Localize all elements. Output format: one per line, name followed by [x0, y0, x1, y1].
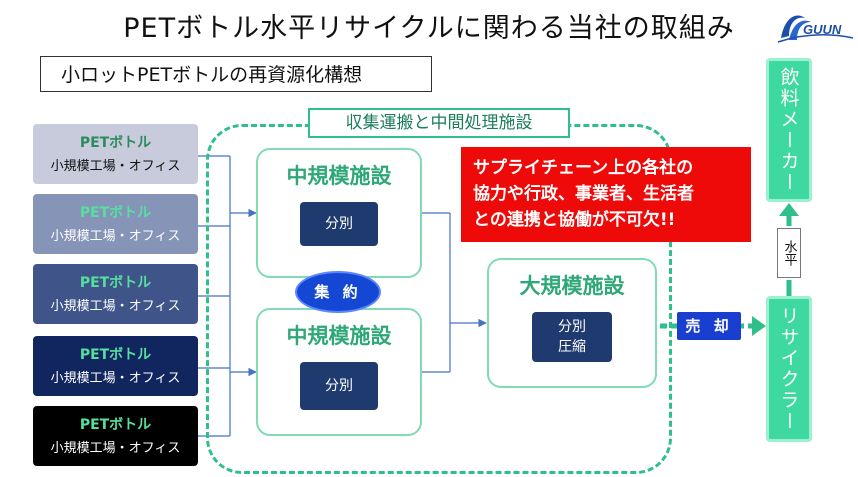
source-box-1: PETボトル 小規模工場・オフィス: [33, 124, 198, 184]
sorting-box: 分別: [300, 362, 378, 410]
collection-area-label: 収集運搬と中間処理施設: [308, 108, 570, 138]
sell-label: 売 却: [677, 312, 741, 340]
note-line-2: 協力や行政、事業者、生活者: [473, 184, 694, 204]
sort-label: 分別: [558, 319, 586, 335]
sorting-box: 分別: [300, 202, 378, 246]
source-bottle-label: PETボトル: [79, 347, 152, 363]
source-bottle-label: PETボトル: [79, 135, 152, 151]
source-site-label: 小規模工場・オフィス: [50, 371, 181, 386]
consolidation-badge: 集 約: [295, 271, 381, 313]
page-title: PETボトル水平リサイクルに関わる当社の取組み: [123, 13, 735, 44]
beverage-maker-box: 飲料メーカー: [766, 58, 812, 202]
logo-text: GUUN: [803, 22, 842, 37]
source-bottle-label: PETボトル: [79, 275, 152, 291]
logo-swirl-icon: [777, 15, 854, 43]
sort-compress-box: 分別 圧縮: [532, 312, 612, 362]
source-site-label: 小規模工場・オフィス: [50, 299, 181, 314]
source-site-label: 小規模工場・オフィス: [50, 441, 181, 456]
horizontal-recycling-label: 水平: [777, 228, 801, 278]
recycler-box: リサイクラー: [766, 296, 812, 442]
note-line-3: との連携と協働が不可欠!!: [473, 210, 676, 230]
facility-title: 大規模施設: [519, 274, 625, 298]
source-box-4: PETボトル 小規模工場・オフィス: [33, 336, 198, 396]
note-line-1: サプライチェーン上の各社の: [473, 158, 694, 178]
source-site-label: 小規模工場・オフィス: [50, 229, 181, 244]
mid-facility-2: 中規模施設 分別: [256, 308, 422, 436]
source-box-5: PETボトル 小規模工場・オフィス: [33, 406, 198, 466]
facility-title: 中規模施設: [286, 164, 392, 188]
large-facility: 大規模施設 分別 圧縮: [487, 258, 657, 388]
source-box-2: PETボトル 小規模工場・オフィス: [33, 194, 198, 254]
source-site-label: 小規模工場・オフィス: [50, 159, 181, 174]
concept-label: 小ロットPETボトルの再資源化構想: [40, 56, 432, 92]
mid-facility-1: 中規模施設 分別: [256, 148, 422, 278]
cooperation-note: サプライチェーン上の各社の 協力や行政、事業者、生活者 との連携と協働が不可欠!…: [461, 147, 751, 242]
facility-title: 中規模施設: [286, 324, 392, 348]
company-logo: GUUN: [775, 8, 855, 46]
source-bottle-label: PETボトル: [79, 417, 152, 433]
compress-label: 圧縮: [558, 339, 586, 355]
source-bottle-label: PETボトル: [79, 205, 152, 221]
source-box-3: PETボトル 小規模工場・オフィス: [33, 264, 198, 324]
